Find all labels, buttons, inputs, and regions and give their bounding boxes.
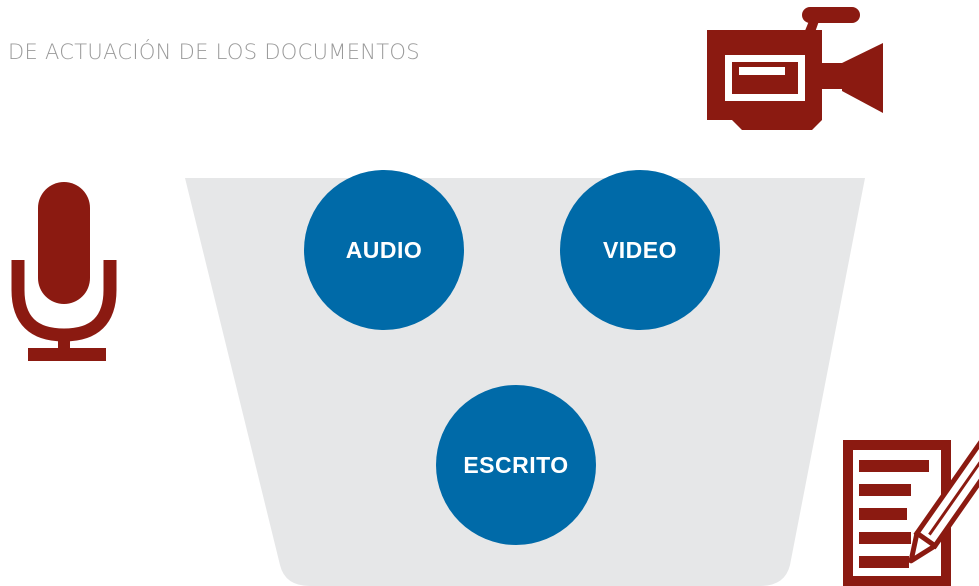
- page-title: DE ACTUACIÓN DE LOS DOCUMENTOS: [8, 40, 420, 64]
- video-label: VIDEO: [602, 236, 678, 263]
- video-camera-icon: [707, 7, 883, 130]
- escrito-circle: ESCRITO: [436, 385, 596, 545]
- audio-label: AUDIO: [345, 236, 423, 263]
- audio-circle: AUDIO: [304, 170, 464, 330]
- escrito-label: ESCRITO: [463, 451, 569, 478]
- video-circle: VIDEO: [560, 170, 720, 330]
- written-document-icon: [843, 431, 979, 586]
- microphone-icon: [11, 182, 117, 361]
